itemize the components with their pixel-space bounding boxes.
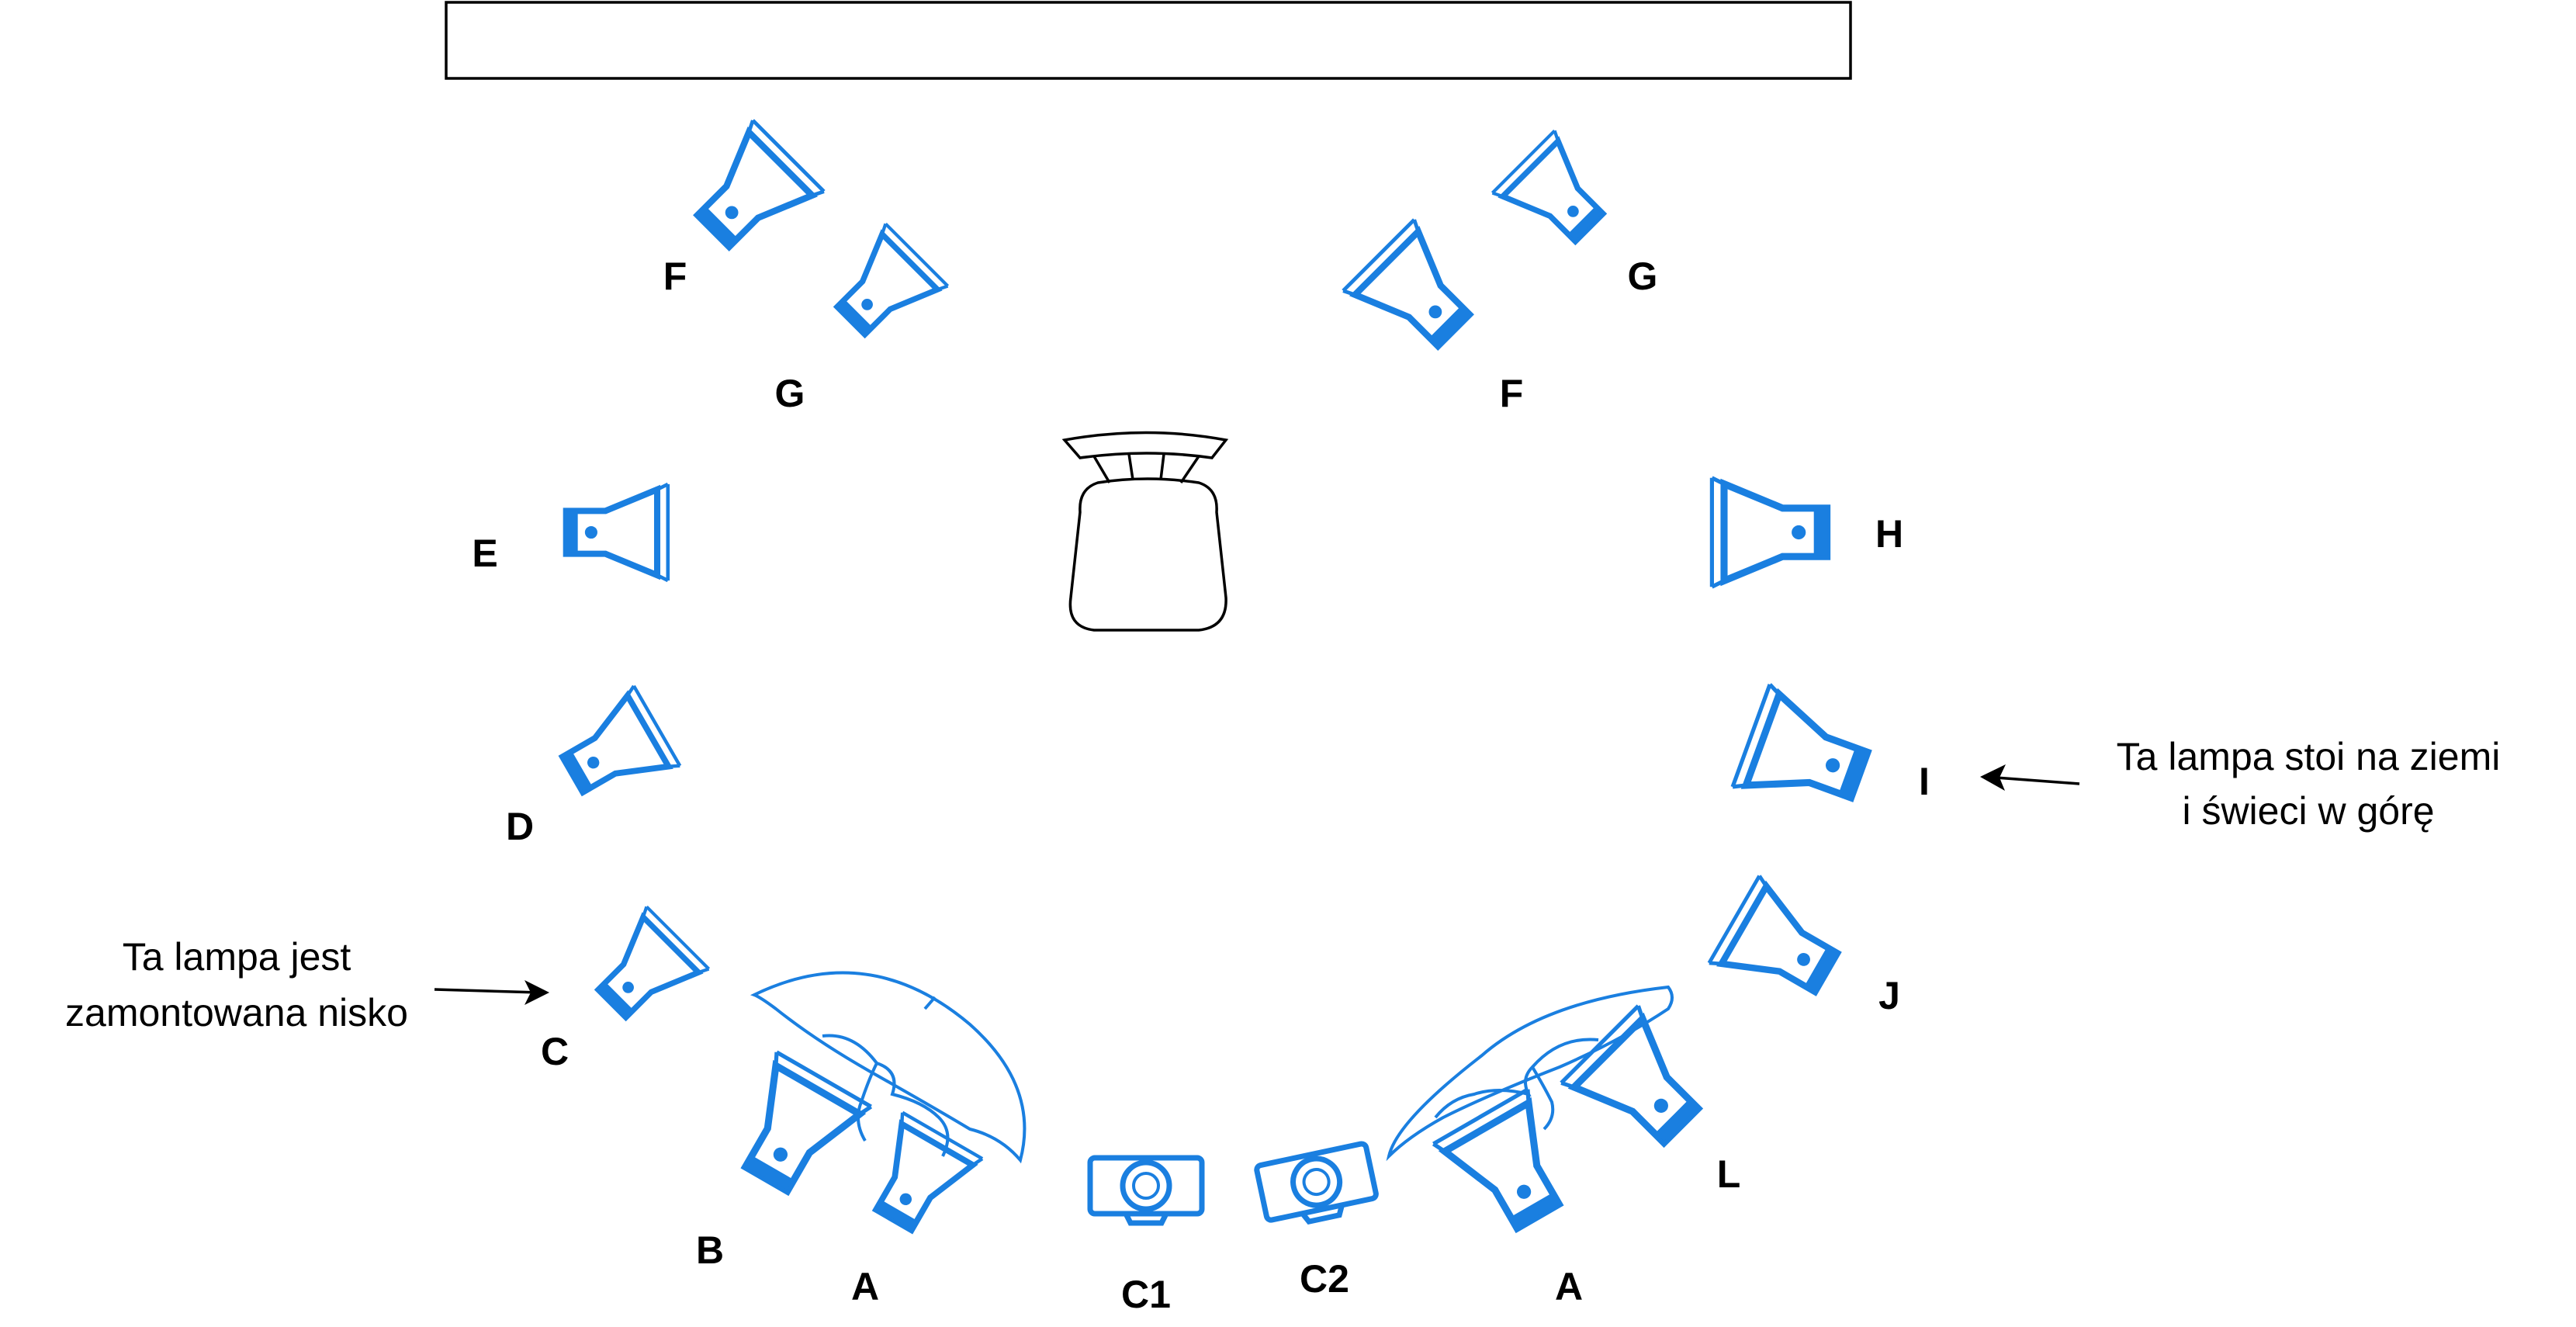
spotlight-icon	[1561, 1006, 1719, 1164]
spotlight-icon	[1492, 130, 1620, 258]
note-line: i świeci w górę	[2182, 789, 2434, 833]
lamp-d: D	[506, 686, 680, 848]
lamp-label: F	[663, 255, 687, 298]
lamp-l: L	[1561, 1006, 1740, 1196]
lamp-label: A	[1555, 1265, 1583, 1308]
lamp-i: I	[1733, 684, 1930, 826]
arrow-line	[1995, 776, 2080, 785]
lamp-label: D	[506, 805, 534, 848]
arrow-head-icon	[525, 980, 549, 1005]
lamp-j: J	[1709, 876, 1900, 1017]
camera-label: C2	[1300, 1257, 1349, 1301]
lamp-label: G	[775, 372, 805, 415]
lamp-a-left: A	[851, 1113, 982, 1308]
lamp-f-right: F	[1343, 220, 1523, 415]
spotlight-icon	[549, 686, 680, 815]
lamp-label: E	[472, 532, 497, 575]
note-line: Ta lampa jest	[123, 935, 351, 979]
lamp-label: H	[1875, 512, 1903, 556]
lamp-label: F	[1500, 372, 1524, 415]
lamp-label: A	[851, 1265, 879, 1308]
note-line: zamontowana nisko	[65, 991, 408, 1034]
backdrop	[445, 1, 1852, 80]
lamp-label: G	[1628, 255, 1658, 298]
lamp-a-right: A	[1433, 1090, 1585, 1308]
spotlight-icon	[719, 1052, 871, 1207]
spotlight-icon	[678, 120, 824, 266]
lamp-g-left: G	[775, 223, 948, 415]
spotlight-icon	[853, 1113, 982, 1243]
spotlight-icon	[820, 223, 948, 352]
lamp-c: C	[541, 906, 709, 1073]
lamp-label: L	[1717, 1152, 1741, 1196]
note-low-mounted: Ta lampa jest zamontowana nisko	[65, 935, 549, 1034]
lamp-g-right: G	[1492, 130, 1657, 298]
spotlight-icon	[1343, 220, 1489, 366]
spotlight-icon	[566, 484, 668, 580]
arrow-head-icon	[1980, 764, 2006, 791]
spotlight-icon	[581, 906, 709, 1034]
arrow-line	[434, 988, 540, 994]
lamp-b: B	[696, 1052, 871, 1272]
lamp-label: C	[541, 1030, 569, 1073]
camera-icon	[1090, 1158, 1202, 1223]
lamp-label: J	[1878, 974, 1900, 1017]
spotlight-icon	[1712, 478, 1826, 587]
camera-c2: C2	[1256, 1143, 1379, 1301]
lamp-h: H	[1712, 478, 1903, 587]
note-floor-lamp: Ta lampa stoi na ziemi i świeci w górę	[1980, 735, 2500, 833]
camera-c1: C1	[1090, 1158, 1202, 1316]
spotlight-icon	[1733, 684, 1878, 826]
camera-icon	[1256, 1143, 1379, 1230]
lamp-label: I	[1919, 760, 1930, 803]
spotlight-icon	[1709, 876, 1851, 1017]
chair-icon	[1061, 431, 1229, 632]
note-line: Ta lampa stoi na ziemi	[2117, 735, 2501, 778]
reflector-left	[750, 971, 1027, 1164]
camera-label: C1	[1121, 1273, 1171, 1316]
lamp-f-left: F	[663, 120, 824, 298]
lamp-e: E	[472, 484, 667, 580]
lamp-label: B	[696, 1228, 724, 1272]
